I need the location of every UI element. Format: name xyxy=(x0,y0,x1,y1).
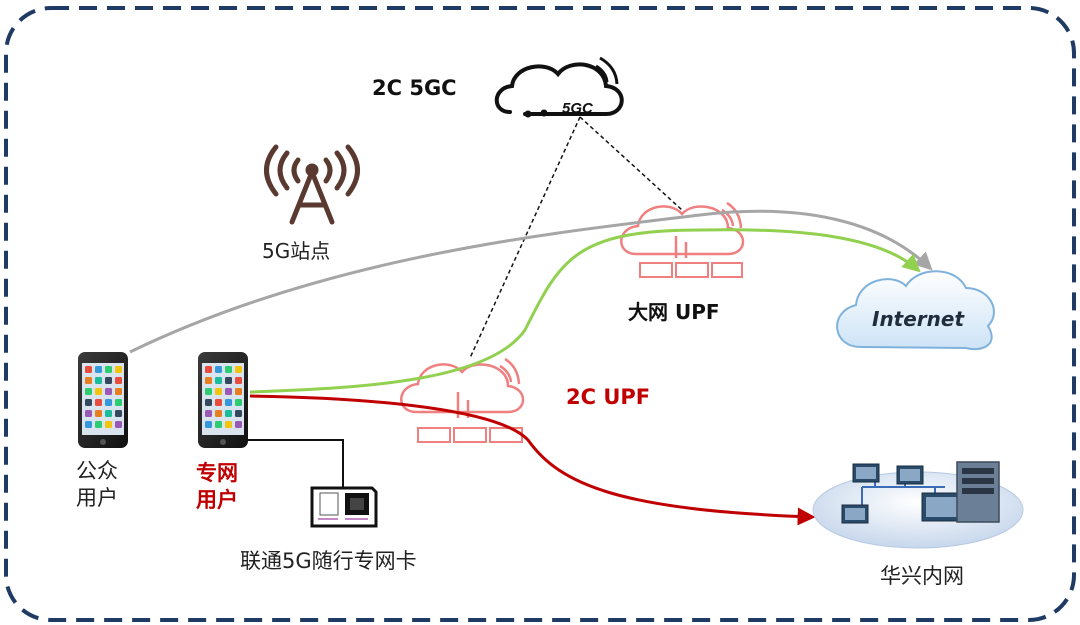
app-icon xyxy=(225,388,232,395)
app-icon xyxy=(215,421,222,428)
app-icon xyxy=(205,399,212,406)
app-icon xyxy=(115,366,122,373)
signal-line-big-upf xyxy=(579,116,683,211)
green-path-private-to-internet xyxy=(249,228,921,394)
app-icon xyxy=(85,410,92,417)
app-icon xyxy=(215,410,222,417)
cloud-5gc-label: 5GC xyxy=(562,100,594,117)
app-icon xyxy=(85,377,92,384)
app-icon xyxy=(205,388,212,395)
red-path-private-to-intranet xyxy=(249,394,816,526)
app-icon xyxy=(235,410,242,417)
app-icon xyxy=(225,421,232,428)
app-icon xyxy=(205,421,212,428)
app-icon xyxy=(215,366,222,373)
app-icon xyxy=(235,377,242,384)
app-icon xyxy=(235,366,242,373)
cloud-5gc-icon: 5GC xyxy=(494,56,624,118)
internet-cloud-icon xyxy=(836,270,995,351)
app-icon xyxy=(235,388,242,395)
signal-line-2c-upf xyxy=(469,116,581,359)
app-icon xyxy=(115,410,122,417)
big-upf-icon xyxy=(620,201,745,278)
public-user-label-line1: 公众 xyxy=(76,459,118,483)
app-icon xyxy=(235,421,242,428)
app-icon xyxy=(225,410,232,417)
app-icon xyxy=(105,366,112,373)
site-5g-label: 5G站点 xyxy=(262,239,331,263)
app-icon xyxy=(105,410,112,417)
intranet-network-icon xyxy=(812,461,1024,549)
app-icon xyxy=(215,399,222,406)
app-icon xyxy=(205,366,212,373)
public-user-label-line2: 用户 xyxy=(76,486,118,510)
private-user-label: 专网 用户 xyxy=(196,460,238,514)
intranet-label: 华兴内网 xyxy=(880,564,964,588)
upf-2c-icon xyxy=(400,357,525,443)
app-icon xyxy=(105,377,112,384)
core-5gc-label: 2C 5GC xyxy=(372,76,457,100)
app-icon xyxy=(85,421,92,428)
app-icon xyxy=(95,377,102,384)
app-icon xyxy=(95,388,102,395)
private-user-label-line2: 用户 xyxy=(196,488,238,512)
tower-5g-icon xyxy=(264,144,360,225)
app-icon xyxy=(95,421,102,428)
sim-card-label: 联通5G随行专网卡 xyxy=(240,549,417,573)
app-icon xyxy=(85,366,92,373)
phone-public-user-icon xyxy=(78,352,128,448)
phone-private-user-icon xyxy=(198,352,248,448)
app-icon xyxy=(95,410,102,417)
app-icon xyxy=(115,421,122,428)
sim-connector-line xyxy=(248,439,344,488)
app-icon xyxy=(105,421,112,428)
app-icon xyxy=(225,366,232,373)
app-icon xyxy=(115,399,122,406)
app-icon xyxy=(115,377,122,384)
big-upf-label: 大网 UPF xyxy=(628,300,720,324)
private-user-label-line1: 专网 xyxy=(196,461,238,485)
app-icon xyxy=(85,399,92,406)
app-icon xyxy=(215,388,222,395)
app-icon xyxy=(105,388,112,395)
app-icon xyxy=(215,377,222,384)
app-icon xyxy=(225,377,232,384)
app-icon xyxy=(225,399,232,406)
internet-label: Internet xyxy=(872,307,965,331)
app-icon xyxy=(95,366,102,373)
gray-path-public-to-internet xyxy=(129,209,933,354)
upf-2c-label: 2C UPF xyxy=(566,385,651,409)
app-icon xyxy=(105,399,112,406)
public-user-label: 公众 用户 xyxy=(76,458,118,512)
app-icon xyxy=(85,388,92,395)
app-icon xyxy=(205,377,212,384)
sim-card-icon xyxy=(310,486,378,528)
app-icon xyxy=(205,410,212,417)
outer-frame xyxy=(4,6,1076,622)
app-icon xyxy=(115,388,122,395)
app-icon xyxy=(235,399,242,406)
app-icon xyxy=(95,399,102,406)
